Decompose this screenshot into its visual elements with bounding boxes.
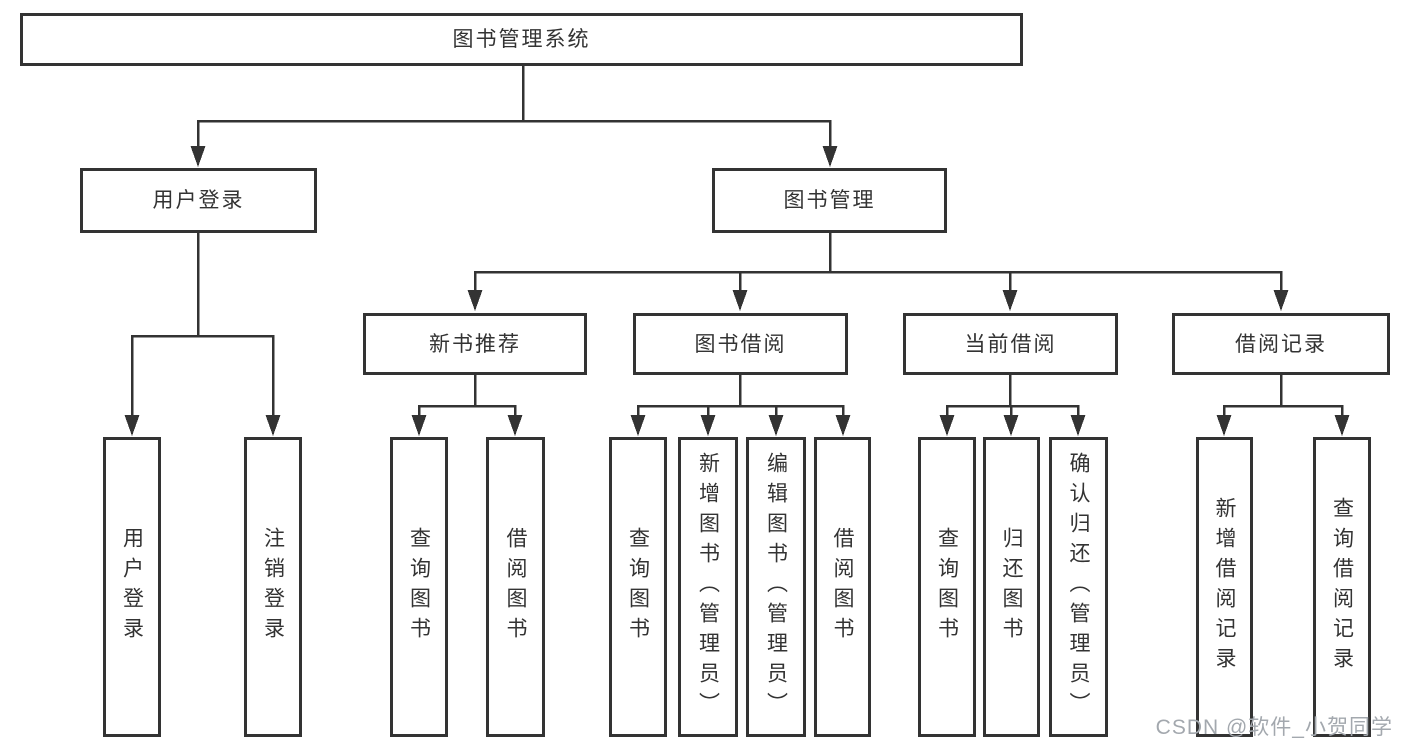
connector-root-to-level2 — [190, 64, 838, 167]
node-user-login-leaf: 用户登录 — [103, 437, 161, 737]
node-add-book-admin: 新增图书（管理员） — [678, 437, 738, 737]
csdn-watermark: CSDN @软件_小贺同学 — [1155, 716, 1393, 739]
node-borrow-records: 借阅记录 — [1172, 313, 1390, 375]
connector-book-borrow-to-leaves — [630, 373, 851, 436]
node-user-login-branch: 用户登录 — [80, 168, 317, 233]
connector-book-management-to-level3 — [467, 231, 1289, 311]
node-return-book: 归还图书 — [983, 437, 1040, 737]
node-new-book-recommend: 新书推荐 — [363, 313, 587, 375]
node-search-books-borrow: 查询图书 — [609, 437, 667, 737]
node-add-borrow-record: 新增借阅记录 — [1196, 437, 1253, 737]
connector-user-login-to-leaves — [124, 231, 281, 436]
node-borrow-books-recommend: 借阅图书 — [486, 437, 545, 737]
node-logout-leaf: 注销登录 — [244, 437, 302, 737]
node-search-borrow-record: 查询借阅记录 — [1313, 437, 1371, 737]
node-borrow-books-leaf: 借阅图书 — [814, 437, 871, 737]
node-search-books-current: 查询图书 — [918, 437, 976, 737]
connector-borrow-records-to-leaves — [1216, 373, 1350, 436]
node-book-borrow: 图书借阅 — [633, 313, 848, 375]
connector-new-book-recommend-to-leaves — [411, 373, 523, 436]
node-library-system: 图书管理系统 — [20, 13, 1023, 66]
node-book-management-branch: 图书管理 — [712, 168, 947, 233]
node-search-books-recommend: 查询图书 — [390, 437, 448, 737]
connector-current-borrow-to-leaves — [939, 373, 1086, 436]
node-current-borrow: 当前借阅 — [903, 313, 1118, 375]
node-confirm-return-admin: 确认归还（管理员） — [1049, 437, 1108, 737]
node-edit-book-admin: 编辑图书（管理员） — [746, 437, 806, 737]
